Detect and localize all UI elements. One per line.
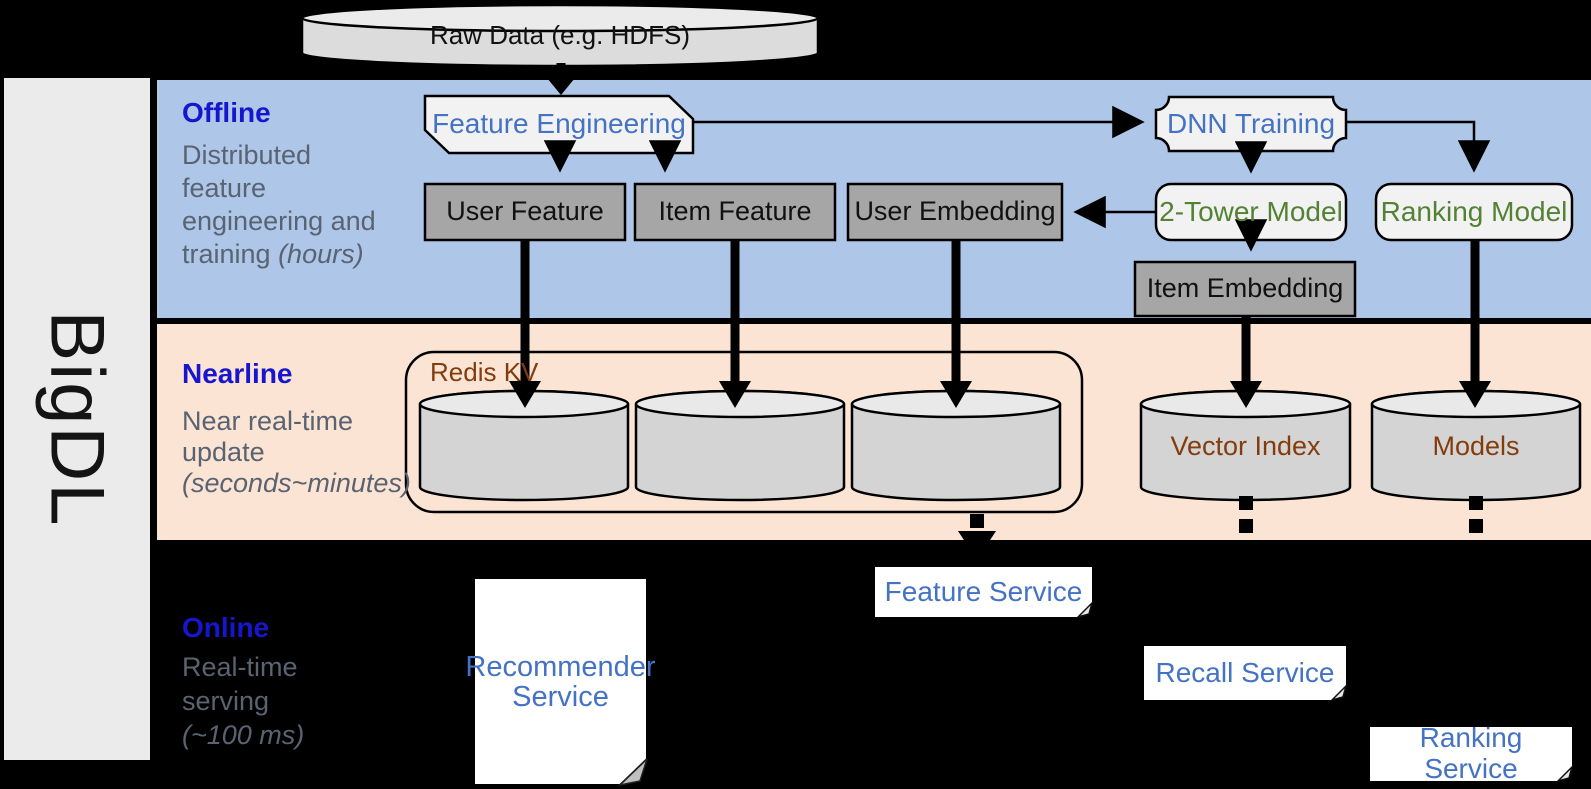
dnn-training-label: DNN Training: [1166, 107, 1336, 139]
feature-service-label: Feature Service: [884, 575, 1083, 607]
arrow-dnn-to-ranking-model: [1346, 120, 1491, 173]
online-desc-text: Real-time serving: [182, 652, 298, 716]
vector-index-cylinder: [1139, 389, 1352, 502]
arrow-item-feature-to-kv: [719, 240, 751, 408]
offline-section-title: Offline: [182, 97, 271, 128]
nearline-desc-italic: (seconds~minutes): [182, 468, 411, 498]
nearline-section-title: Nearline: [182, 358, 293, 389]
models-label: Models: [1432, 431, 1520, 462]
dashed-line-models-to-ranking-service: [1469, 496, 1483, 533]
dashed-arrow-kv-to-feature-service: [958, 514, 996, 560]
models-cylinder: [1370, 389, 1582, 502]
arrow-user-feature-to-kv: [509, 240, 541, 408]
bigdl-side-band: BigDL: [4, 78, 150, 760]
recommender-service-label: Recommender Service: [465, 650, 656, 713]
offline-desc-italic: (hours): [278, 239, 364, 269]
online-desc-italic: (~100 ms): [182, 720, 305, 750]
recall-service-label: Recall Service: [1155, 656, 1335, 688]
offline-desc-text: Distributed feature engineering and trai…: [182, 140, 376, 269]
arrow-item-embedding-to-vector-index: [1230, 316, 1262, 408]
dnn-training-shape: [1154, 95, 1348, 153]
item-feature-label: Item Feature: [658, 196, 812, 227]
arrow-ranking-model-to-models: [1459, 240, 1491, 408]
nearline-section-desc: Near real-time update (seconds~minutes): [182, 406, 442, 499]
dashed-line-vector-index-to-recall-service: [1239, 496, 1253, 533]
db-cylinder-2: [634, 389, 846, 502]
recall-service-card: [1144, 646, 1348, 702]
ranking-model-label: Ranking Model: [1380, 195, 1568, 227]
user-embedding-box: [846, 182, 1064, 242]
user-feature-box: [423, 182, 627, 242]
online-section-desc: Real-time serving (~100 ms): [182, 650, 422, 752]
db-cylinder-1: [418, 389, 630, 502]
raw-data-label: Raw Data (e.g. HDFS): [429, 19, 691, 50]
item-feature-box: [633, 182, 837, 242]
arrow-rawdata-to-fe: [547, 63, 575, 95]
feature-service-card: [875, 567, 1094, 619]
arrow-user-embedding-to-kv: [940, 240, 972, 408]
ranking-service-label: Ranking Service: [1419, 722, 1523, 784]
redis-kv-label: Redis KV: [430, 357, 539, 387]
recommender-service-doc: [473, 577, 648, 787]
two-tower-model-label: 2-Tower Model: [1159, 195, 1343, 227]
user-embedding-label: User Embedding: [854, 196, 1056, 227]
offline-section-desc: Distributed feature engineering and trai…: [182, 139, 422, 271]
user-feature-label: User Feature: [446, 196, 604, 227]
raw-data-cylinder: [300, 3, 820, 68]
nearline-desc-text: Near real-time update: [182, 406, 354, 467]
vector-index-label: Vector Index: [1170, 431, 1321, 462]
ranking-service-card: [1370, 727, 1574, 783]
online-section-title: Online: [182, 612, 270, 643]
redis-kv-container: [404, 350, 1084, 514]
item-embedding-label: Item Embedding: [1146, 273, 1344, 304]
feature-engineering-shape: [423, 94, 695, 155]
item-embedding-box: [1133, 260, 1357, 318]
feature-engineering-label: Feature Engineering: [432, 108, 686, 140]
